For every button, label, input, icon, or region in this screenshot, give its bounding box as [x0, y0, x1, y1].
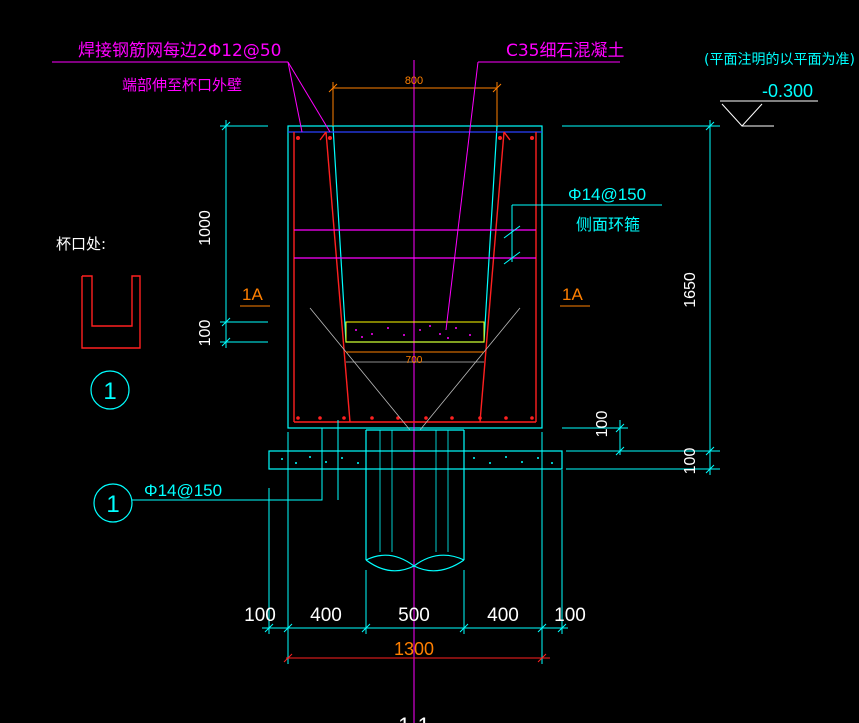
dim-height-1650: 1650 [682, 272, 699, 308]
dim-total-width: 1300 [394, 639, 434, 659]
dim-bottom-2: 500 [398, 605, 430, 626]
detail-bubble-lower: 1 [93, 483, 133, 523]
dim-bottom-3: 400 [487, 605, 519, 626]
dim-total [283, 634, 550, 664]
dim-bottom [262, 432, 568, 634]
dim-bottom-0: 100 [244, 605, 276, 626]
bar1-leader [132, 420, 339, 501]
dim-bottom-1: 400 [310, 605, 342, 626]
concrete-fill [345, 321, 485, 343]
dim-height-100-b: 100 [682, 448, 699, 475]
cup-detail-label: 杯口处: [56, 235, 106, 253]
piles [365, 429, 465, 572]
cup-detail-shape [81, 275, 141, 349]
hoop-desc-label: 侧面环箍 [576, 215, 640, 234]
base-slab [268, 450, 563, 470]
dim-left [220, 120, 268, 348]
concrete-leader [445, 61, 620, 331]
dim-bottom-4: 100 [554, 605, 586, 626]
section-mark-right: 1A [562, 285, 583, 304]
rebar-cage [293, 131, 537, 423]
concrete-annotation: C35细石混凝土 [506, 41, 625, 61]
dim-top-width: 800 [405, 75, 423, 87]
detail-number-upper: 1 [103, 378, 116, 405]
mesh-leader [52, 61, 331, 133]
level-marker [720, 100, 818, 127]
level-value: -0.300 [762, 81, 813, 101]
dim-top [328, 82, 502, 126]
hoop-bar-label: Φ14@150 [568, 185, 646, 204]
bar-1-label: Φ14@150 [144, 481, 222, 500]
section-title: 1-1 [398, 713, 430, 723]
section-mark-left: 1A [242, 285, 263, 304]
footing-outline [287, 125, 543, 429]
detail-bubble-upper: 1 [90, 370, 130, 410]
mesh-annotation-2: 端部伸至杯口外壁 [122, 76, 242, 94]
hoop-lines [294, 229, 536, 259]
level-note: (平面注明的以平面为准) [704, 52, 855, 68]
detail-number-lower: 1 [106, 491, 119, 518]
rebar-dots [296, 136, 534, 420]
dim-bottom-width: 700 [406, 355, 423, 366]
hoop-leader [503, 204, 662, 265]
dim-height-100-left: 100 [197, 320, 214, 347]
dim-height-1000: 1000 [197, 210, 214, 246]
dim-right [562, 120, 720, 475]
mesh-annotation-1: 焊接钢筋网每边2Φ12@50 [78, 41, 281, 61]
spread-lines [309, 307, 521, 431]
dim-height-100-a: 100 [594, 411, 611, 438]
